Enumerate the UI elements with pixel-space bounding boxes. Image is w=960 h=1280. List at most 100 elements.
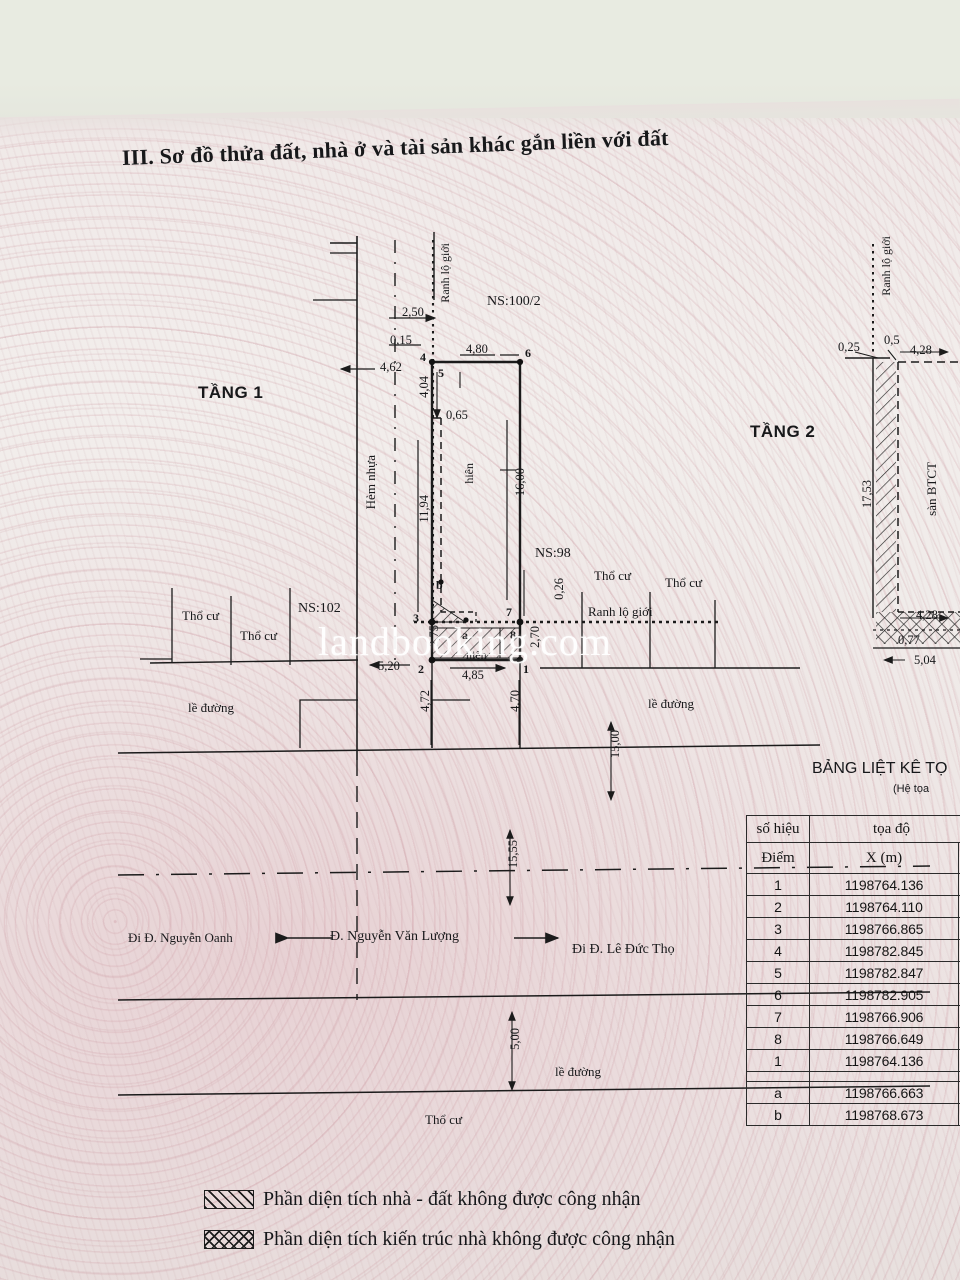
ns-100-2-label: NS:100/2 <box>487 294 541 309</box>
alley-label: Hẻm nhựa <box>363 455 378 510</box>
boundary-line-label-horizontal: Ranh lộ giới <box>588 604 653 619</box>
point-label-8: 8 <box>510 628 516 642</box>
dimension-0-65: 0,65 <box>446 408 468 422</box>
header-point: Điểm <box>746 842 810 874</box>
point-label-6: 6 <box>525 346 531 360</box>
dimension-4-85: 4,85 <box>462 668 484 682</box>
point-label-b: b <box>436 578 443 592</box>
cell-point: a <box>746 1081 810 1104</box>
legend-swatch-hatch-cross <box>204 1230 254 1249</box>
top-background-strip <box>0 0 960 118</box>
street-label-center: Đ. Nguyễn Văn Lượng <box>330 929 460 944</box>
table-spacer-row <box>746 1071 960 1082</box>
floor-1-label: TẦNG 1 <box>198 383 264 402</box>
ns-102-label: NS:102 <box>298 601 341 616</box>
header-point-id: số hiệu <box>746 815 810 843</box>
boundary-line-label-vertical: Ranh lộ giới <box>438 243 452 303</box>
coordinate-table-title: BẢNG LIỆT KÊ TỌ <box>812 760 948 777</box>
cell-y-clipped <box>958 1103 960 1126</box>
cell-x: 1198782.845 <box>809 939 959 962</box>
concrete-slab-label: sàn BTCT <box>924 462 939 516</box>
porch-label-2: hiên <box>466 648 487 662</box>
dimension-0-25: 0,25 <box>838 340 860 354</box>
legend-row-1: Phần diện tích kiến trúc nhà không được … <box>204 1228 675 1251</box>
coordinate-table-subtitle: (Hệ tọa <box>893 783 930 795</box>
legend-row-0: Phần diện tích nhà - đất không được công… <box>204 1188 640 1211</box>
ns-98-label: NS:98 <box>535 546 571 561</box>
cell-x: 1198764.110 <box>809 895 959 918</box>
residential-label-3: Thổ cư <box>594 568 632 583</box>
header-coordinates-group: tọa độ <box>809 815 960 843</box>
sidewalk-label-2: lề đường <box>648 696 695 711</box>
point-label-7: 7 <box>506 605 512 619</box>
table-header-row-2: Điểm X (m) <box>746 842 960 874</box>
boundary-line-label-floor2: Ranh lộ giới <box>879 236 893 296</box>
dimension-17-53: 17,53 <box>860 480 874 509</box>
dimension-2-70: 2,70 <box>528 626 542 648</box>
legend-text-1: Phần diện tích kiến trúc nhà không được … <box>263 1228 675 1250</box>
sidewalk-label-3: lề đường <box>555 1064 602 1079</box>
dimension-5-00: 5,00 <box>508 1028 522 1050</box>
dimension-4-80: 4,80 <box>466 342 488 356</box>
point-label-3: 3 <box>413 611 419 625</box>
dimension-4-62: 4,62 <box>380 360 402 374</box>
dimension-0-15: 0,15 <box>390 333 412 347</box>
cell-point: 5 <box>746 961 810 984</box>
dimension-0-5: 0,5 <box>884 333 900 347</box>
dimension-4-28-bottom: 4,28 <box>916 608 938 622</box>
cell-x: 1198766.906 <box>809 1005 959 1028</box>
dimension-4-28-top: 4,28 <box>910 343 932 357</box>
point-label-a: a <box>462 628 468 642</box>
dimension-15-55: 15,55 <box>506 840 520 869</box>
table-header-row-1: số hiệu tọa độ <box>746 815 960 843</box>
cell-point: 3 <box>746 917 810 940</box>
dimension-5-04: 5,04 <box>914 653 936 667</box>
dimension-11-94: 11,94 <box>417 495 431 523</box>
residential-label-2: Thổ cư <box>240 628 278 643</box>
header-x: X (m) <box>809 842 959 874</box>
residential-label-5: Thổ cư <box>425 1112 463 1127</box>
point-label-1: 1 <box>523 662 529 676</box>
cell-point: 7 <box>746 1005 810 1028</box>
point-label-2: 2 <box>418 662 424 676</box>
cell-point: 8 <box>746 1027 810 1050</box>
cell-x: 1198768.673 <box>809 1103 959 1126</box>
dimension-4-70: 4,70 <box>508 690 522 712</box>
dimension-16-00: 16,00 <box>513 468 527 497</box>
porch-label-1: hiên <box>462 463 476 484</box>
point-label-5: 5 <box>438 366 444 380</box>
point-label-4: 4 <box>420 350 426 364</box>
cell-point: b <box>746 1103 810 1126</box>
dimension-0-26: 0,26 <box>552 578 566 600</box>
legend-swatch-hatch-diagonal <box>204 1190 254 1209</box>
residential-label-1: Thổ cư <box>182 608 220 623</box>
cell-point: 6 <box>746 983 810 1006</box>
cell-x: 1198764.136 <box>809 873 959 896</box>
cell-point: 1 <box>746 1049 810 1072</box>
cell-point: 2 <box>746 895 810 918</box>
legend-text-0: Phần diện tích nhà - đất không được công… <box>263 1188 641 1210</box>
dimension-0-77: 0,77 <box>898 633 920 647</box>
dimension-2-75: 2,75 <box>427 625 441 647</box>
dimension-2-50: 2,50 <box>402 305 424 319</box>
floor-2-label: TẦNG 2 <box>750 422 816 441</box>
cell-x: 1198764.136 <box>809 1049 959 1072</box>
dimension-4-72: 4,72 <box>418 690 432 712</box>
residential-label-4: Thổ cư <box>665 575 703 590</box>
sidewalk-label-1: lề đường <box>188 700 235 715</box>
cell-x: 1198766.865 <box>809 917 959 940</box>
cell-point: 4 <box>746 939 810 962</box>
